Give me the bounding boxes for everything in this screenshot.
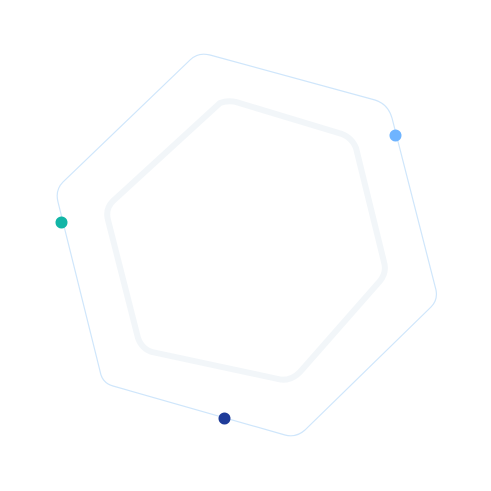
teal-dot-icon <box>55 216 68 229</box>
navy-dot-icon <box>218 412 231 425</box>
outer-hexagon-outline <box>56 53 438 437</box>
inner-hexagon <box>104 98 388 383</box>
light-blue-dot-icon <box>389 129 402 142</box>
